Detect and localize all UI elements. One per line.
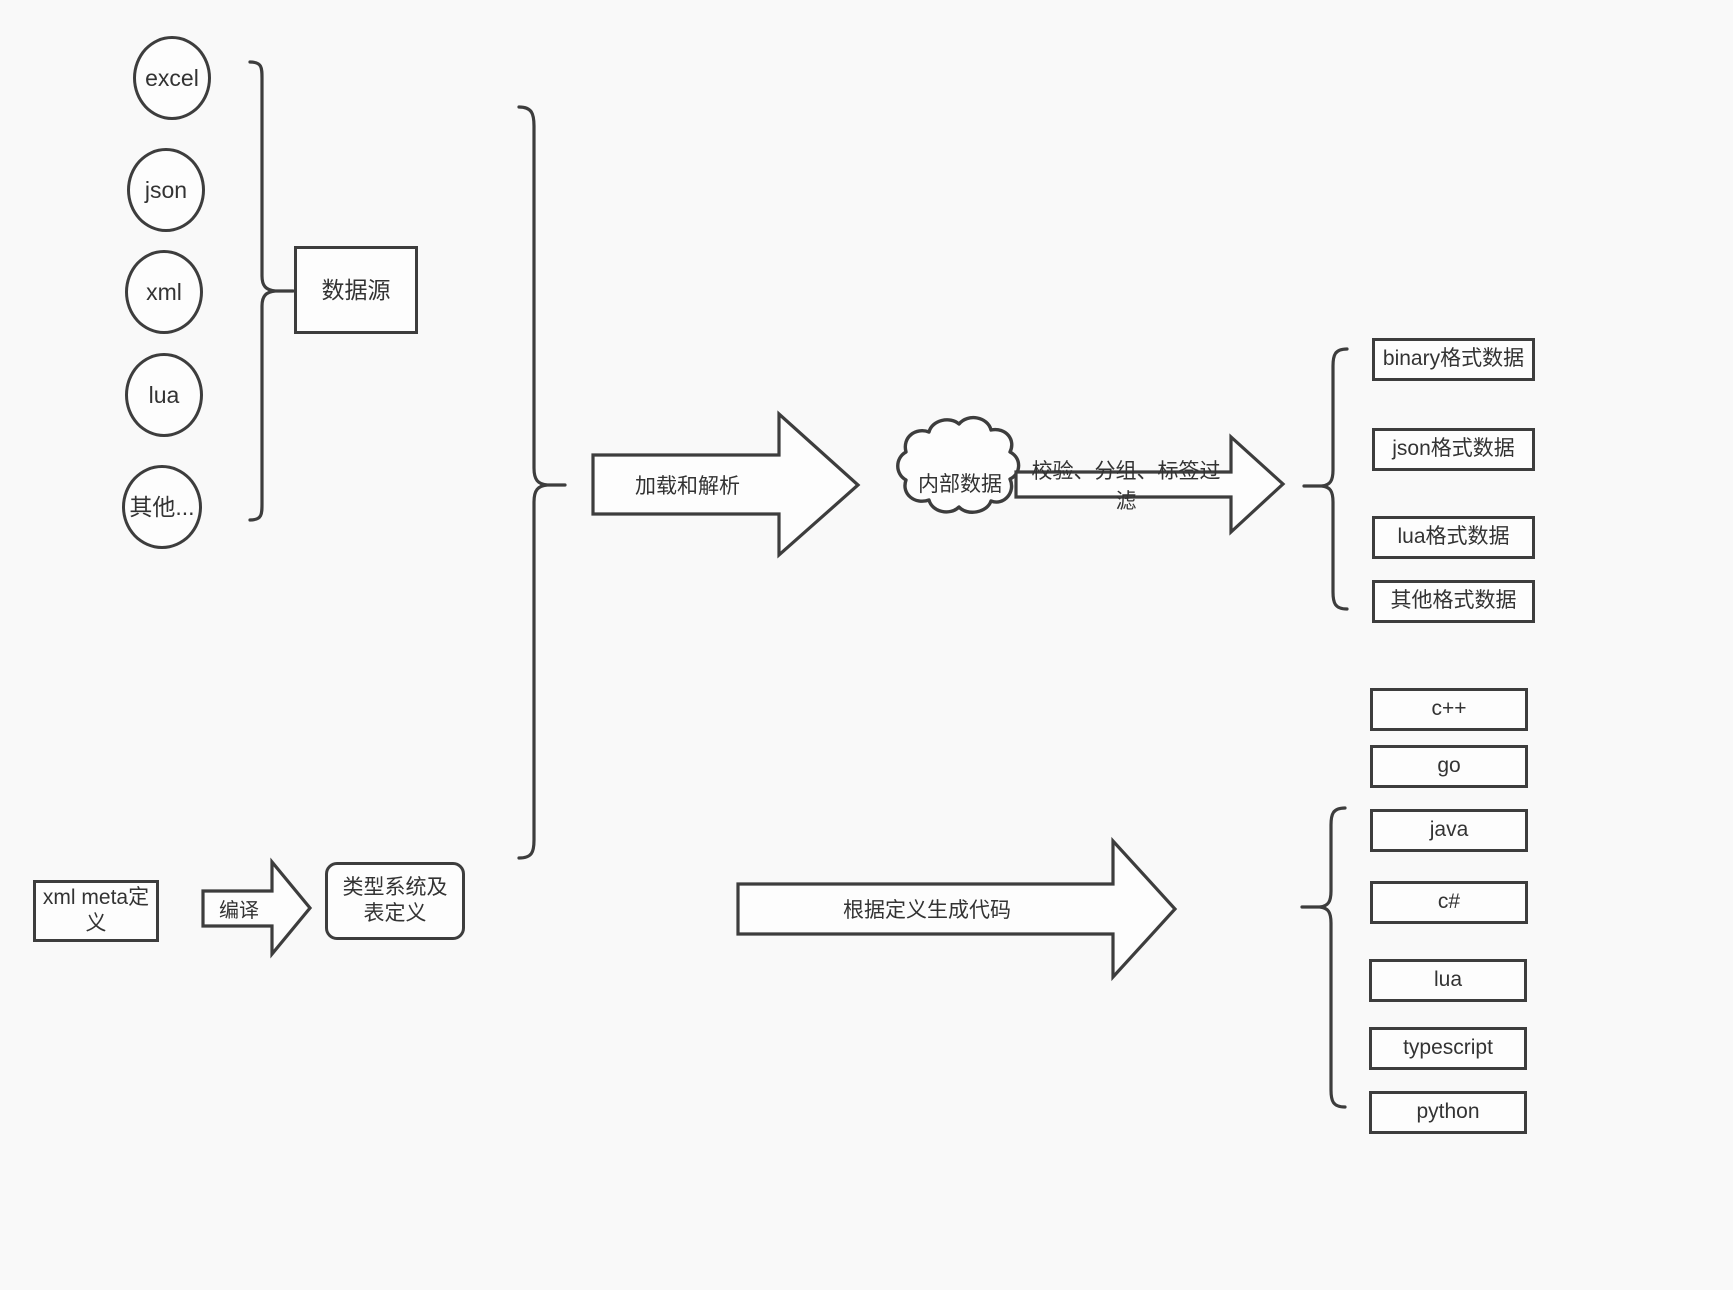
data-source-box[interactable]: 数据源 (294, 246, 418, 334)
source-node-label: lua (148, 381, 180, 408)
output-code-box-cpp[interactable]: c++ (1370, 688, 1528, 731)
source-node-xml[interactable]: xml (125, 250, 203, 334)
output-data-label: json格式数据 (1392, 437, 1515, 461)
xml-meta-label: xml meta定义 (42, 885, 150, 935)
output-code-label: c# (1437, 890, 1461, 914)
output-code-box-lua[interactable]: lua (1369, 959, 1527, 1002)
output-data-label: lua格式数据 (1397, 525, 1510, 549)
source-node-other[interactable]: 其他... (122, 465, 202, 549)
brace-output-code (1300, 806, 1347, 1109)
source-node-label: json (144, 176, 188, 203)
data-source-label: 数据源 (321, 276, 391, 303)
cloud-internal-data (896, 415, 1021, 514)
output-code-box-java[interactable]: java (1370, 809, 1528, 852)
output-code-box-go[interactable]: go (1370, 745, 1528, 788)
arrow-generate-code (736, 836, 1178, 982)
source-node-label: excel (145, 64, 199, 91)
source-node-label: 其他... (129, 493, 195, 520)
output-code-box-python[interactable]: python (1369, 1091, 1527, 1134)
output-data-box-binary[interactable]: binary格式数据 (1372, 338, 1535, 381)
source-node-lua[interactable]: lua (125, 353, 203, 437)
brace-sources (248, 60, 295, 522)
output-data-label: 其他格式数据 (1390, 589, 1517, 613)
output-data-box-other[interactable]: 其他格式数据 (1372, 580, 1535, 623)
output-code-label: java (1429, 818, 1469, 842)
output-code-box-typescript[interactable]: typescript (1369, 1027, 1527, 1070)
source-node-excel[interactable]: excel (133, 36, 211, 120)
source-node-label: xml (146, 278, 182, 305)
type-system-box[interactable]: 类型系统及表定义 (325, 862, 465, 940)
xml-meta-box[interactable]: xml meta定义 (33, 880, 159, 942)
output-code-box-csharp[interactable]: c# (1370, 881, 1528, 924)
output-code-label: typescript (1403, 1036, 1493, 1060)
arrow-compile (201, 857, 313, 959)
output-data-box-lua[interactable]: lua格式数据 (1372, 516, 1535, 559)
brace-pipeline-input (517, 105, 567, 860)
output-code-label: python (1416, 1100, 1480, 1124)
output-data-box-json[interactable]: json格式数据 (1372, 428, 1535, 471)
brace-output-data (1302, 347, 1349, 611)
output-code-label: lua (1433, 968, 1463, 992)
source-node-json[interactable]: json (127, 148, 205, 232)
output-data-label: binary格式数据 (1382, 347, 1525, 371)
arrow-validate-group-filter (1014, 433, 1286, 536)
type-system-label: 类型系统及表定义 (342, 875, 448, 925)
output-code-label: go (1437, 754, 1461, 778)
output-code-label: c++ (1431, 697, 1467, 721)
arrow-load-parse (591, 410, 861, 559)
